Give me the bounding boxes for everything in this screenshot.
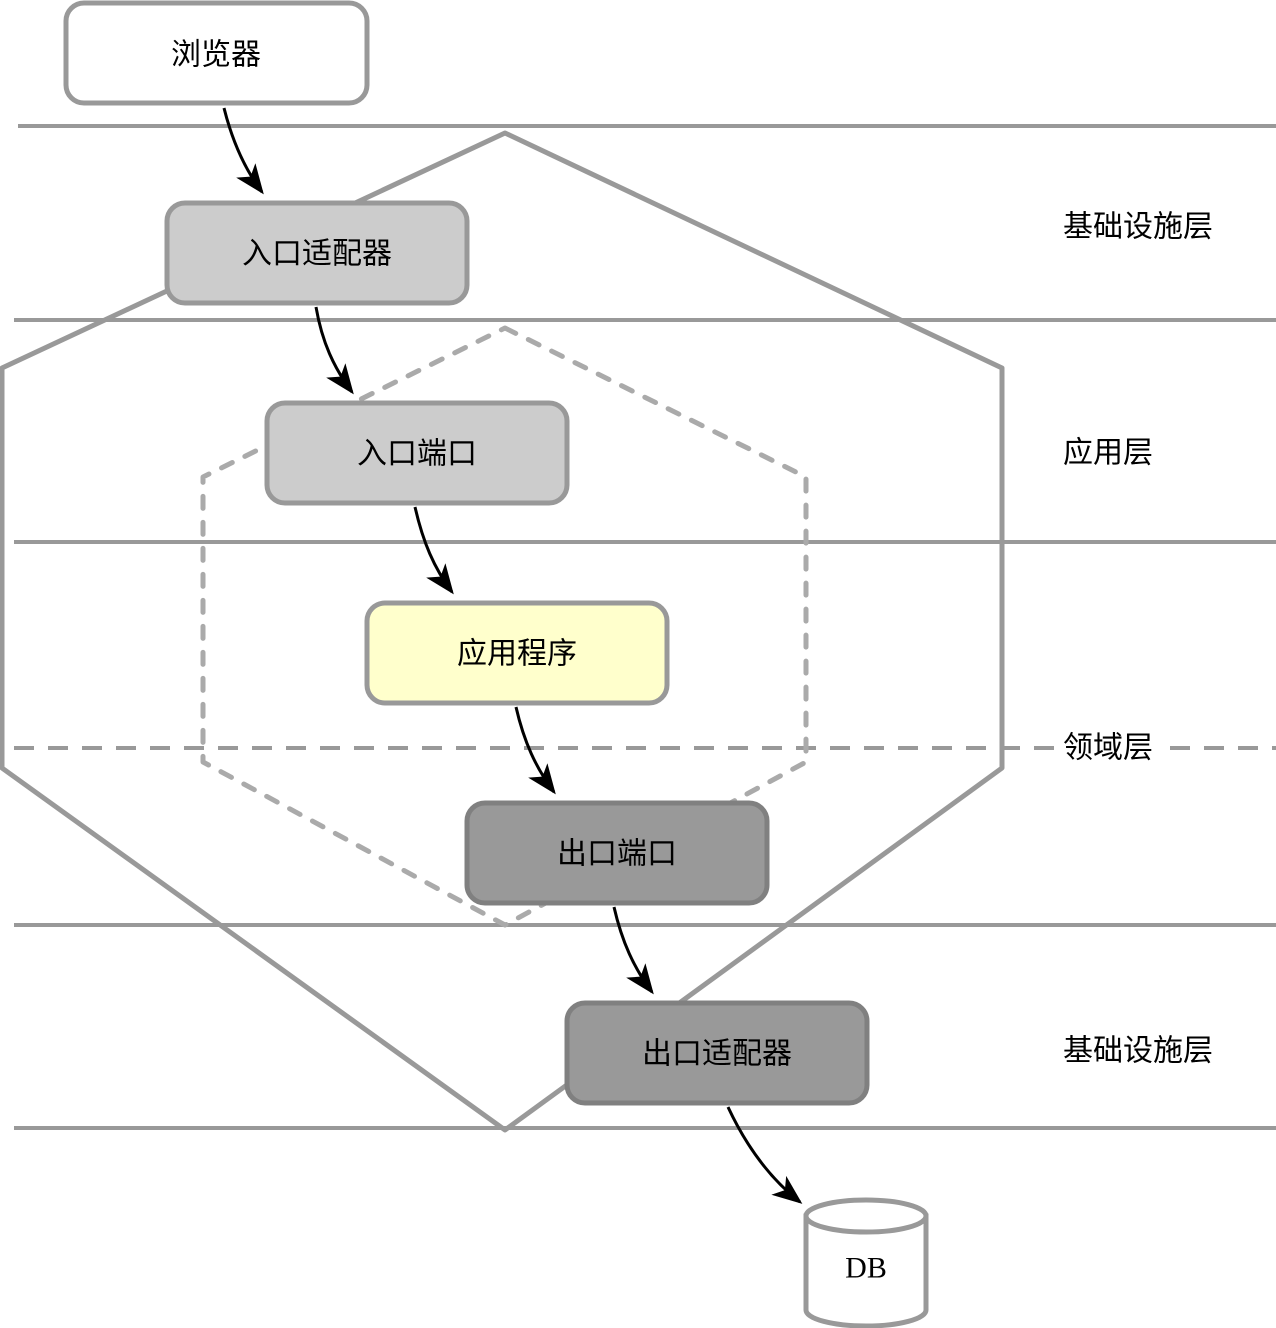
node-exit-port-label: 出口端口	[557, 838, 677, 871]
node-browser[interactable]: 浏览器	[63, 0, 370, 106]
node-database[interactable]: DB	[803, 1197, 929, 1328]
arrow-exit-adapter-to-database	[726, 1106, 803, 1204]
node-application[interactable]: 应用程序	[364, 600, 670, 706]
layer-label-domain: 领域层	[1063, 732, 1153, 765]
outer-hexagon	[0, 130, 1005, 1133]
layer-label-domain-backdrop	[1057, 730, 1161, 766]
node-entry-adapter[interactable]: 入口适配器	[164, 200, 470, 306]
node-database-label: DB	[845, 1252, 887, 1285]
arrow-browser-to-entry-adapter	[222, 107, 264, 195]
node-browser-shape[interactable]	[63, 0, 370, 106]
node-entry-adapter-shape[interactable]	[164, 200, 470, 306]
node-entry-adapter-label: 入口适配器	[242, 238, 392, 271]
layer-label-domain-group: 领域层	[1057, 730, 1161, 766]
connector-arrows	[222, 107, 803, 1204]
arrow-entry-adapter-to-entry-port	[314, 306, 354, 395]
layer-label-application: 应用层	[1063, 437, 1153, 470]
arrow-exit-port-to-exit-adapter	[612, 906, 654, 995]
arrow-application-to-exit-port	[514, 706, 556, 795]
node-exit-port-shape[interactable]	[464, 800, 770, 906]
inner-hexagon	[200, 325, 809, 928]
node-browser-label: 浏览器	[171, 39, 261, 72]
node-entry-port[interactable]: 入口端口	[264, 400, 570, 506]
node-exit-adapter-label: 出口适配器	[642, 1038, 792, 1071]
layer-labels: 基础设施层 应用层 领域层 基础设施层	[1057, 211, 1213, 1068]
node-application-shape[interactable]	[364, 600, 670, 706]
node-entry-port-shape[interactable]	[264, 400, 570, 506]
node-application-label: 应用程序	[457, 638, 577, 671]
database-cylinder-top	[803, 1197, 929, 1235]
divider-lines	[14, 124, 1276, 1130]
layer-label-infrastructure-top: 基础设施层	[1063, 211, 1213, 244]
arrow-entry-port-to-application	[413, 506, 454, 595]
layer-label-infrastructure-bottom: 基础设施层	[1063, 1035, 1213, 1068]
node-exit-adapter-shape[interactable]	[564, 1000, 870, 1106]
database-cylinder-body[interactable]	[803, 1213, 929, 1328]
node-exit-adapter[interactable]: 出口适配器	[564, 1000, 870, 1106]
node-exit-port[interactable]: 出口端口	[464, 800, 770, 906]
node-entry-port-label: 入口端口	[357, 438, 477, 471]
